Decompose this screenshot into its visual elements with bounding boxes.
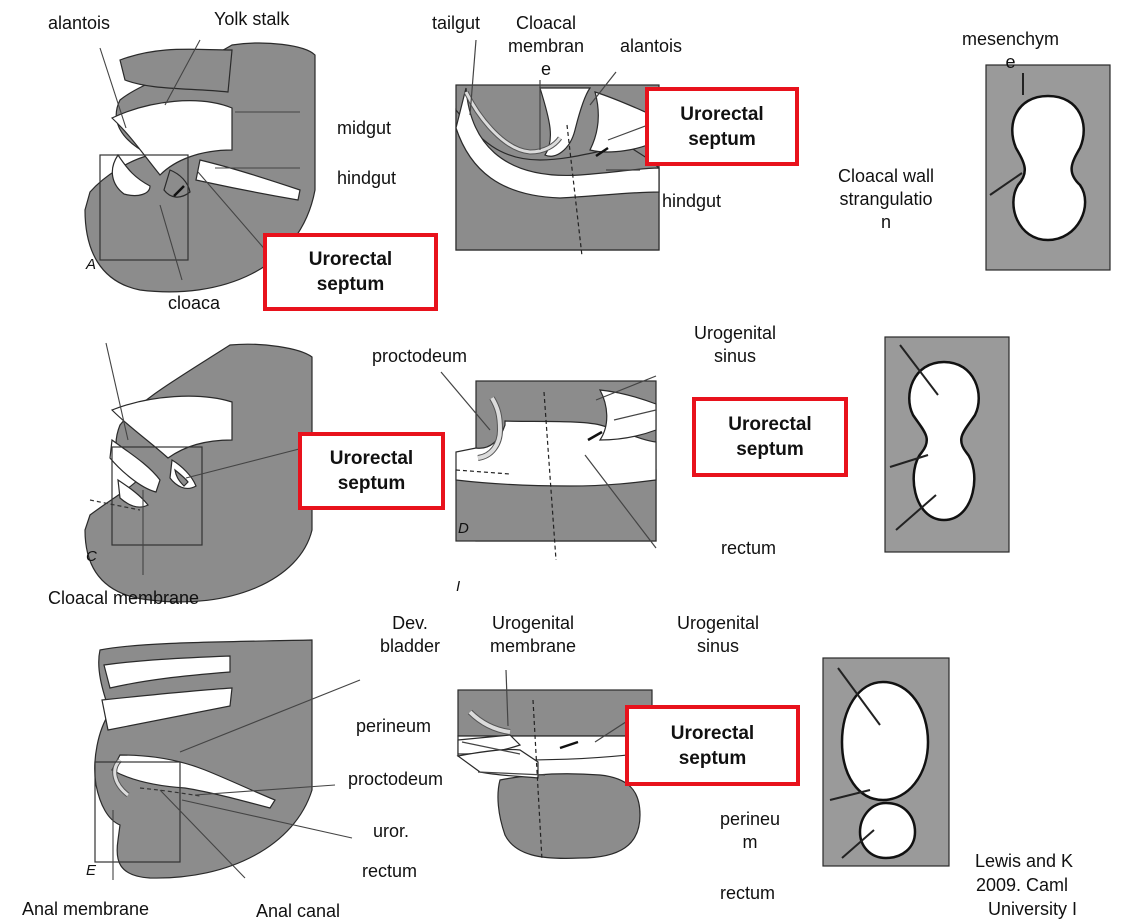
panel-letter-a: A [86,256,96,273]
label-rectum-e: rectum [362,860,417,883]
embryo-section-e [95,640,312,878]
label-yolk-stalk: Yolk stalk [214,8,289,31]
label-cloaca: cloaca [168,292,220,315]
label-alantois-b: alantois [620,35,682,58]
label-proctodeum-d: proctodeum [372,345,467,368]
micrograph-2 [885,337,1009,552]
panel-letter-c: C [86,548,97,565]
label-anal-membrane: Anal membrane [22,898,149,921]
label-urogenital-sinus-f: Urogenital sinus [677,612,759,658]
stray-mark: I [456,578,460,595]
label-mesenchyme: mesenchym e [962,28,1059,74]
detail-section-f [458,670,652,860]
label-tailgut: tailgut [432,12,480,35]
label-alantois-a: alantois [48,12,110,35]
micrograph-1 [986,65,1110,270]
label-perineum: perineum [356,715,431,738]
label-hindgut-a: hindgut [337,167,396,190]
label-cloacal-wall: Cloacal wall strangulatio n [838,165,934,234]
label-urogenital-membrane: Urogenital membrane [490,612,576,658]
panel-letter-e: E [86,862,96,879]
label-anal-canal: Anal canal [256,900,340,923]
label-cloacal-membrane-b: Cloacal membran e [508,12,584,81]
label-rectum-d: rectum [721,537,776,560]
label-perineum-right: perineu m [720,808,780,854]
micrograph-3 [823,658,949,866]
label-hindgut-b: hindgut [662,190,721,213]
label-cloacal-membrane-c: Cloacal membrane [48,587,199,610]
label-urogenital-sinus-d: Urogenital sinus [694,322,776,368]
label-proctodeum-f: proctodeum [348,768,443,791]
embryo-section-c [85,344,312,602]
label-dev-bladder: Dev. bladder [380,612,440,658]
label-rectum-right: rectum [720,882,775,905]
citation: Lewis and K 2009. Caml University I [975,849,1127,921]
panel-letter-d: D [458,520,469,537]
detail-section-d [441,372,656,560]
label-midgut: midgut [337,117,391,140]
label-uror: uror. [373,820,409,843]
